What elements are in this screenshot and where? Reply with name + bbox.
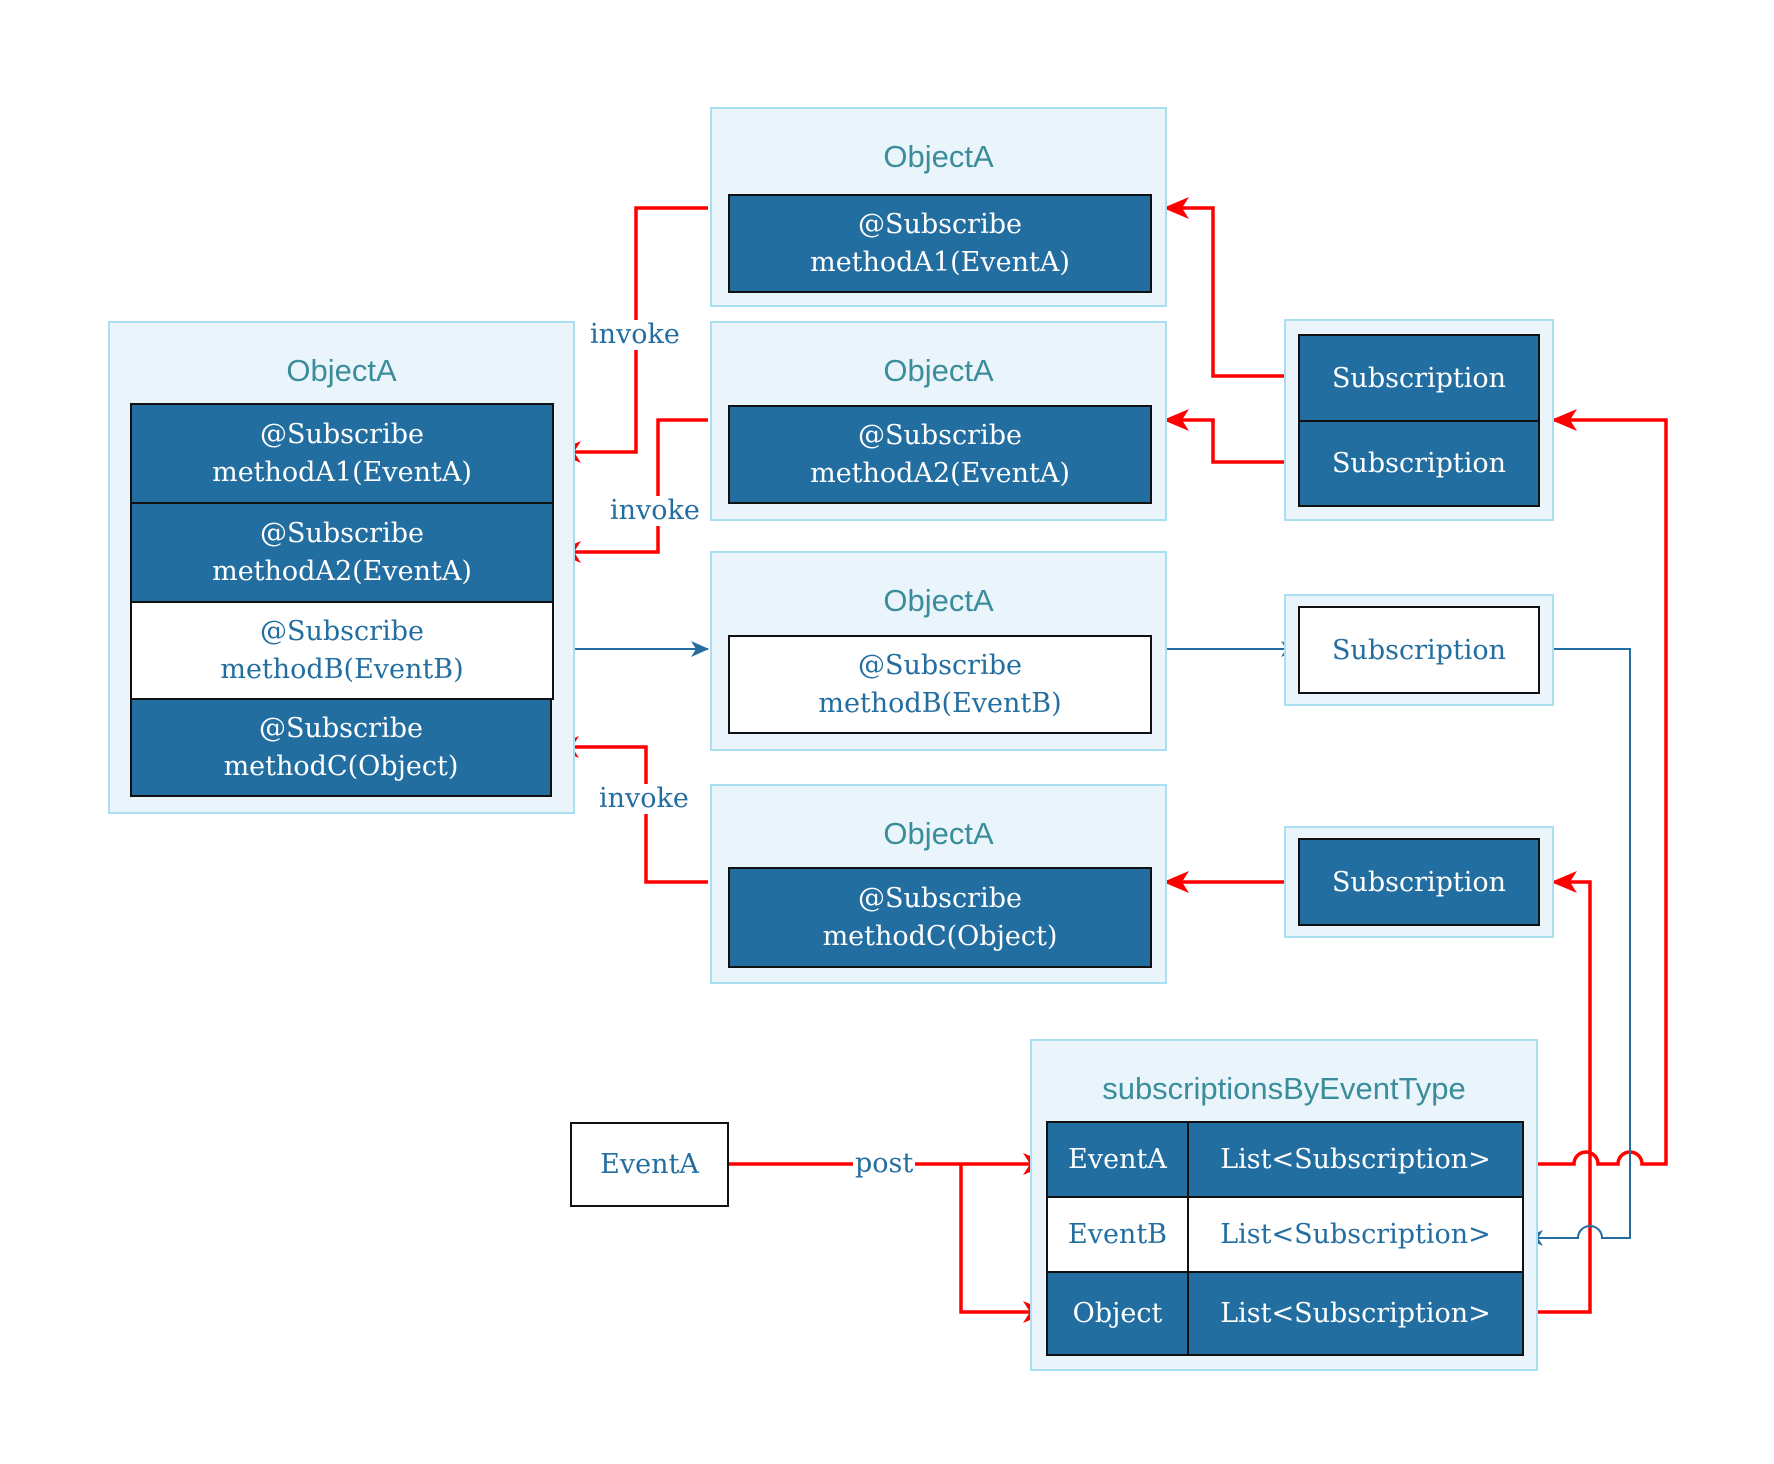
center-method-a2[interactable]: @Subscribe methodA2(EventA) <box>728 405 1152 504</box>
annotation-label: @Subscribe <box>260 615 424 647</box>
invoke-label-2: invoke <box>608 495 702 526</box>
method-signature: methodA1(EventA) <box>212 456 472 488</box>
map-value-eventA[interactable]: List<Subscription> <box>1187 1121 1524 1198</box>
method-signature: methodC(Object) <box>822 920 1058 952</box>
object-list-arrow <box>1524 871 1592 1314</box>
method-signature: methodB(EventB) <box>818 687 1062 719</box>
method-signature: methodA1(EventA) <box>810 246 1070 278</box>
left-object-title: ObjectA <box>286 353 397 388</box>
annotation-label: @Subscribe <box>259 712 423 744</box>
center-object-1-title: ObjectA <box>883 139 994 174</box>
annotation-label: @Subscribe <box>858 419 1022 451</box>
event-a-box[interactable]: EventA <box>570 1122 729 1207</box>
map-key-eventB[interactable]: EventB <box>1046 1196 1189 1273</box>
eventB-list-arrow <box>1525 648 1631 1246</box>
invoke-arrow-a2 <box>555 418 708 563</box>
subscription2-arrow <box>1163 409 1298 464</box>
center-object-4-title: ObjectA <box>883 816 994 851</box>
subscription-box[interactable]: Subscription <box>1298 838 1540 926</box>
annotation-label: @Subscribe <box>858 882 1022 914</box>
map-key-object[interactable]: Object <box>1046 1271 1189 1356</box>
eventA-list-arrow <box>1524 409 1668 1166</box>
subscription1-arrow <box>1163 197 1298 378</box>
subscription-box[interactable]: Subscription <box>1298 606 1540 694</box>
method-signature: methodB(EventB) <box>220 653 464 685</box>
invoke-arrow-c <box>553 736 708 884</box>
method-signature: methodA2(EventA) <box>810 457 1070 489</box>
center-method-a1[interactable]: @Subscribe methodA1(EventA) <box>728 194 1152 293</box>
method-signature: methodA2(EventA) <box>212 555 472 587</box>
subscriptions-map-title: subscriptionsByEventType <box>1102 1071 1466 1106</box>
left-method-a2[interactable]: @Subscribe methodA2(EventA) <box>130 502 554 603</box>
annotation-label: @Subscribe <box>858 649 1022 681</box>
map-value-object[interactable]: List<Subscription> <box>1187 1271 1524 1356</box>
annotation-label: @Subscribe <box>260 517 424 549</box>
left-method-a1[interactable]: @Subscribe methodA1(EventA) <box>130 403 554 504</box>
annotation-label: @Subscribe <box>858 208 1022 240</box>
invoke-label-3: invoke <box>597 783 691 814</box>
method-signature: methodC(Object) <box>223 750 459 782</box>
post-label: post <box>853 1148 916 1179</box>
subscription-box[interactable]: Subscription <box>1298 334 1540 422</box>
invoke-label-1: invoke <box>588 319 682 350</box>
subscription-box[interactable]: Subscription <box>1298 420 1540 507</box>
center-object-3-title: ObjectA <box>883 583 994 618</box>
annotation-label: @Subscribe <box>260 418 424 450</box>
left-method-b[interactable]: @Subscribe methodB(EventB) <box>130 601 554 700</box>
post-branch-object <box>959 1164 1049 1323</box>
center-method-b[interactable]: @Subscribe methodB(EventB) <box>728 635 1152 734</box>
map-key-eventA[interactable]: EventA <box>1046 1121 1189 1198</box>
center-method-c[interactable]: @Subscribe methodC(Object) <box>728 867 1152 968</box>
center-object-2-title: ObjectA <box>883 353 994 388</box>
left-method-c[interactable]: @Subscribe methodC(Object) <box>130 698 552 797</box>
map-value-eventB[interactable]: List<Subscription> <box>1187 1196 1524 1273</box>
